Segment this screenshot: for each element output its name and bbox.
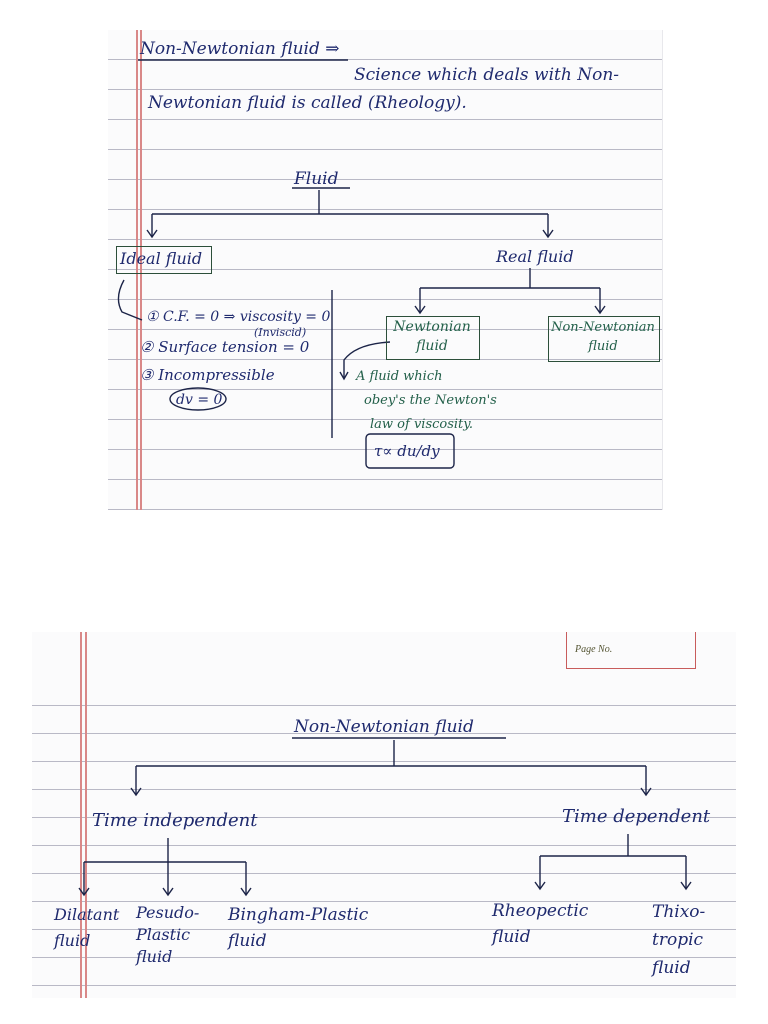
ideal-fluid-box xyxy=(116,246,212,274)
ideal-property-3: ③ Incompressible xyxy=(140,366,275,384)
ideal-property-4: dv = 0 xyxy=(176,392,223,408)
page1-heading: Non-Newtonian fluid ⇒ xyxy=(140,39,340,59)
margin-line xyxy=(80,632,82,998)
newtonian-fluid-label: Newtonian fluid xyxy=(393,319,471,354)
non-newtonian-tree-connectors xyxy=(78,737,692,897)
ideal-property-inviscid: (Inviscid) xyxy=(254,326,307,339)
rheopectic-fluid-label: Rheopectic fluid xyxy=(492,901,589,947)
fluid-tree-connectors xyxy=(117,59,606,469)
non-newtonian-fluid-box xyxy=(548,316,660,362)
pseudo-plastic-fluid-label: Pesudo-Plastic fluid xyxy=(136,903,200,966)
fluid-root-label: Fluid xyxy=(294,169,339,189)
time-dependent-label: Time dependent xyxy=(562,806,711,827)
dilatant-fluid-label: Dilatant fluid xyxy=(54,905,120,950)
margin-line xyxy=(85,632,87,998)
viscosity-formula: τ∝ du/dy xyxy=(374,442,440,460)
definition-line-1: Science which deals with Non- xyxy=(354,65,620,85)
newtonian-fluid-box xyxy=(386,316,480,360)
notebook-page-2: Page No. Non-Newtonian fluid Time indepe… xyxy=(32,632,736,998)
ideal-property-2: ② Surface tension = 0 xyxy=(140,338,310,356)
ruled-lines xyxy=(32,678,736,998)
non-newtonian-root-label: Non-Newtonian fluid xyxy=(294,717,474,737)
newtonian-note-line-3: law of viscosity. xyxy=(370,417,474,432)
page-number-box: Page No. xyxy=(566,632,696,669)
margin-line xyxy=(136,30,138,510)
newtonian-note-line-2: obey's the Newton's xyxy=(364,393,497,408)
page-number-label: Page No. xyxy=(575,644,613,655)
margin-line xyxy=(140,30,142,510)
time-independent-label: Time independent xyxy=(92,810,258,831)
newtonian-note-line-1: A fluid which xyxy=(356,369,443,384)
thixotropic-fluid-label: Thixo-tropic fluid xyxy=(652,902,706,978)
ideal-property-1: ① C.F. = 0 ⇒ viscosity = 0 xyxy=(146,309,331,325)
definition-line-2: Newtonian fluid is called (Rheology). xyxy=(148,93,467,113)
real-fluid-label: Real fluid xyxy=(496,247,574,266)
bingham-plastic-fluid-label: Bingham-Plastic fluid xyxy=(228,905,369,951)
notebook-page-1: Non-Newtonian fluid ⇒ Science which deal… xyxy=(108,30,663,510)
ruled-lines xyxy=(108,30,662,510)
non-newtonian-fluid-label: Non-Newtonian fluid xyxy=(551,320,655,354)
ideal-fluid-label: Ideal fluid xyxy=(120,249,203,268)
